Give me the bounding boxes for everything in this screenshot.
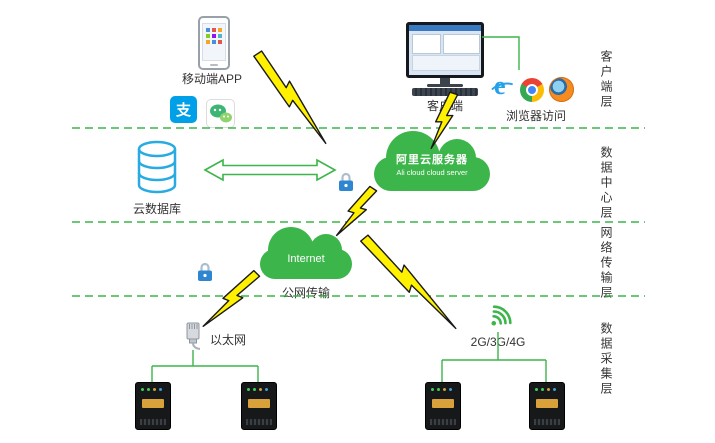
ie-ring: [487, 79, 520, 104]
ethernet-label: 以太网: [209, 333, 246, 347]
keyboard-icon: [412, 88, 478, 96]
monitor-stand: [440, 78, 450, 84]
phone-home-button: [210, 64, 218, 66]
smartphone-icon: [198, 16, 230, 70]
desktop-monitor-icon: [406, 22, 484, 78]
mobile-app-label: 移动端APP: [181, 72, 242, 86]
bidirectional-arrow: [203, 158, 337, 182]
ali-cloud-label-cn: 阿里云服务器: [396, 154, 468, 166]
chrome-browser-icon: [520, 78, 544, 102]
layer-label-datacenter: 数据中心层: [599, 146, 613, 221]
monitor-screen-panel: [412, 34, 441, 54]
ali-cloud-server-shape: [374, 131, 490, 191]
alipay-icon: 支: [170, 96, 197, 123]
monitor-screen-panel: [412, 55, 480, 71]
gateway-device-icon: [241, 382, 277, 430]
wechat-bubbles: [210, 104, 232, 123]
ie-browser-icon: e: [487, 71, 520, 104]
phone-screen: [202, 23, 226, 61]
cellular-label: 2G/3G/4G: [470, 335, 526, 349]
internet-label: Internet: [287, 253, 325, 265]
gateway-device-icon: [135, 382, 171, 430]
wechat-icon: [206, 99, 235, 128]
layer-label-network: 网络传输层: [599, 226, 613, 301]
wifi-signal-icon: [483, 302, 515, 339]
monitor-base: [427, 84, 463, 87]
cloud-database-icon: [134, 138, 180, 201]
lock-icon: [338, 171, 354, 197]
lightning-bolt-internet-cellular: [353, 232, 468, 331]
ali-cloud-server-text: 阿里云服务器 Ali cloud cloud server: [374, 151, 490, 177]
device-label-plate: [432, 399, 454, 408]
gateway-device-icon: [425, 382, 461, 430]
cloud-db-label: 云数据库: [132, 202, 181, 216]
ali-cloud-label-en: Ali cloud cloud server: [396, 168, 468, 177]
client-pc-label: 客户端: [426, 99, 463, 113]
firefox-browser-icon: [549, 77, 574, 102]
device-label-plate: [248, 399, 270, 408]
device-label-plate: [536, 399, 558, 408]
gateway-device-icon: [529, 382, 565, 430]
browser-access-label: 浏览器访问: [505, 109, 566, 123]
monitor-screen-header: [409, 25, 481, 31]
layer-label-client: 客户端层: [599, 50, 613, 110]
device-label-plate: [142, 399, 164, 408]
lock-icon: [197, 261, 213, 287]
ie-glyph: e: [494, 71, 506, 100]
ethernet-connector-icon: [179, 320, 207, 357]
lightning-bolt-mobile-cloud: [246, 48, 340, 146]
monitor-browser-connector: [482, 36, 520, 70]
monitor-screen-panel: [443, 34, 480, 54]
alipay-glyph: 支: [175, 102, 191, 119]
public-network-label: 公网传输: [281, 286, 330, 300]
layer-label-acquisition: 数据采集层: [599, 322, 613, 397]
